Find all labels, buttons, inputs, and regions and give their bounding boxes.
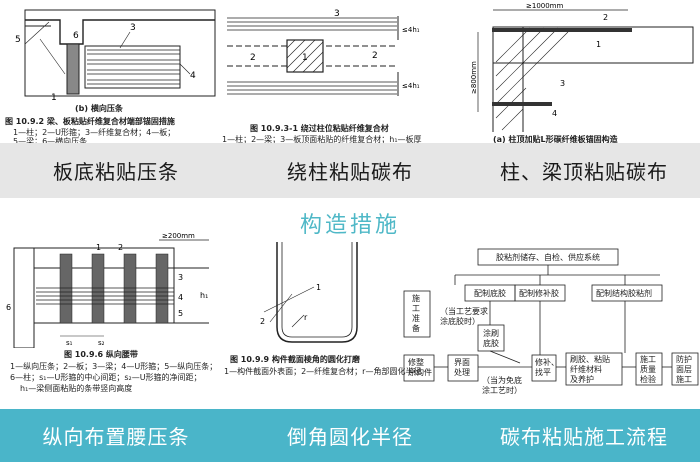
label-waist-strips: 纵向布置腰压条: [42, 425, 190, 449]
figure-wrap-column: 1 2 2 3 ≤4h₁ ≤4h₁ 图 10.9.3-1 绕过柱位粘贴纤维复合材…: [222, 6, 452, 144]
flow-note-free: （当为免底涂工艺时）: [482, 376, 522, 395]
label-3: 3: [560, 79, 565, 88]
wrap-column-drawing: 1 2 2 3 ≤4h₁ ≤4h₁: [227, 9, 420, 96]
label-r: r: [304, 313, 308, 322]
flow-level: 修补、找平: [535, 358, 559, 377]
caption-title: 图 10.9.9 构件截面棱角的圆化打磨: [230, 355, 360, 364]
label-h: h₁: [200, 291, 208, 300]
label-2: 2: [603, 13, 608, 22]
flow-note-primer: （当工艺要求涂底胶时）: [440, 307, 488, 326]
caption-line: 6—柱；s₁—U形箍的中心间距；s₂—U形箍的净间距；: [10, 373, 202, 382]
label-s1: s₁: [66, 339, 73, 347]
label-5: 5: [15, 35, 21, 45]
caption-line: 1—纵向压条；2—板；3—梁；4—U形箍；5—纵向压条；: [10, 362, 218, 371]
label-1: 1: [316, 283, 321, 292]
label-wrap-column: 绕柱粘贴碳布: [287, 160, 413, 184]
section-title: 构造措施: [299, 213, 400, 238]
flow-storage: 胶粘剂储存、自检、供应系统: [496, 253, 600, 262]
label-3: 3: [334, 9, 340, 19]
dim-left: ≥800mm: [470, 61, 478, 94]
label-4: 4: [552, 109, 557, 118]
figure-l-plate: ≥1000mm ≥800mm 2 1 3 4 (a) 柱顶加贴L形碳纤维板锚固构…: [468, 2, 698, 144]
flow-base-glue: 配制底胶: [474, 289, 506, 298]
label-3: 3: [130, 23, 136, 33]
dim-bottom: ≤4h₁: [402, 82, 420, 90]
flow-check: 施工质量检验: [640, 355, 656, 384]
caption-title: (a) 柱顶加贴L形碳纤维板锚固构造: [493, 135, 618, 144]
caption-line: h₁—梁侧面粘贴的条带竖向高度: [20, 384, 133, 393]
flow-coat: 防护面层施工: [676, 355, 692, 384]
label-2: 2: [260, 317, 265, 326]
dim-top: ≥1000mm: [526, 2, 563, 10]
bottom-label-band: 纵向布置腰压条 倒角圆化半径 碳布粘贴施工流程: [0, 409, 700, 462]
caption-line: 1—柱；2—梁；3—板顶面粘贴的纤维复合材；h₁—板厚: [222, 135, 422, 144]
label-process-flow: 碳布粘贴施工流程: [500, 425, 668, 449]
flow-prep: 施工准备: [412, 294, 420, 333]
label-6: 6: [6, 303, 11, 312]
top-label-band: 板底粘贴压条 绕柱粘贴碳布 柱、梁顶粘贴碳布: [0, 143, 700, 198]
corner-rounding-drawing: 1 2 r: [260, 242, 358, 343]
label-1: 1: [51, 93, 57, 103]
label-6: 6: [73, 31, 79, 41]
caption-title: 图 10.9.3-1 绕过柱位粘贴纤维复合材: [250, 124, 389, 133]
label-3: 3: [178, 273, 183, 282]
flow-fix-member: 修整原构件: [408, 358, 432, 377]
flow-struct-glue: 配制结构胶粘剂: [596, 289, 652, 298]
label-5: 5: [178, 309, 183, 318]
label-1: 1: [96, 243, 101, 252]
label-2b: 2: [372, 51, 378, 61]
flow-paste: 刷胶、粘贴纤维材料及养护: [570, 355, 610, 384]
figure-beam-anchorage: 5 6 3 4 1 (b) 横向压条 图 10.9.2 梁、板粘贴纤维复合材端部…: [5, 4, 220, 146]
figure-waist-strips: ≥200mm 6 1 2 3 4 5 h₁ s₁ s₂ 图 10.9.6 纵向腰…: [4, 228, 226, 408]
dim-top: ≤4h₁: [402, 26, 420, 34]
waist-strips-drawing: ≥200mm 6 1 2 3 4 5 h₁ s₁ s₂: [6, 232, 209, 349]
flow-repair-glue: 配制修补胶: [519, 289, 559, 298]
label-4: 4: [190, 71, 196, 81]
label-2: 2: [250, 53, 256, 63]
caption-line: 5—梁；6—横向压条: [13, 137, 88, 146]
caption-title: 图 10.9.2 梁、板粘贴纤维复合材端部锚固措施: [5, 117, 175, 126]
caption-title: 图 10.9.6 纵向腰带: [64, 350, 138, 359]
beam-anchorage-drawing: 5 6 3 4 1: [15, 9, 216, 103]
label-2: 2: [118, 243, 123, 252]
sub-caption: (b) 横向压条: [75, 104, 123, 113]
label-column-beam-top: 柱、梁顶粘贴碳布: [500, 160, 668, 184]
caption-line: 1—柱；2—U形箍；3—纤维复合材；4—板；: [13, 128, 176, 137]
construction-flowchart: 胶粘剂储存、自检、供应系统 施工准备 配制底胶 配制修补胶 配制结构胶粘剂 （当…: [400, 243, 700, 409]
label-s2: s₂: [98, 339, 105, 347]
figure-corner-rounding: 1 2 r 图 10.9.9 构件截面棱角的圆化打磨 1—构件截面外表面；2—纤…: [224, 232, 421, 408]
label-1: 1: [596, 40, 601, 49]
dim-top: ≥200mm: [162, 232, 195, 240]
flowchart-lines: [403, 248, 699, 386]
flow-primer: 涂刷底胶: [483, 329, 499, 348]
label-corner-radius: 倒角圆化半径: [287, 425, 413, 449]
label-slab-bottom-strip: 板底粘贴压条: [53, 160, 179, 184]
l-plate-drawing: ≥1000mm ≥800mm 2 1 3 4: [470, 2, 694, 136]
label-4: 4: [178, 293, 183, 302]
caption-line: 1—构件截面外表面；2—纤维复合材；r—角部圆化半径: [224, 367, 422, 376]
flow-surface: 界面处理: [454, 358, 470, 377]
label-1: 1: [302, 53, 308, 63]
